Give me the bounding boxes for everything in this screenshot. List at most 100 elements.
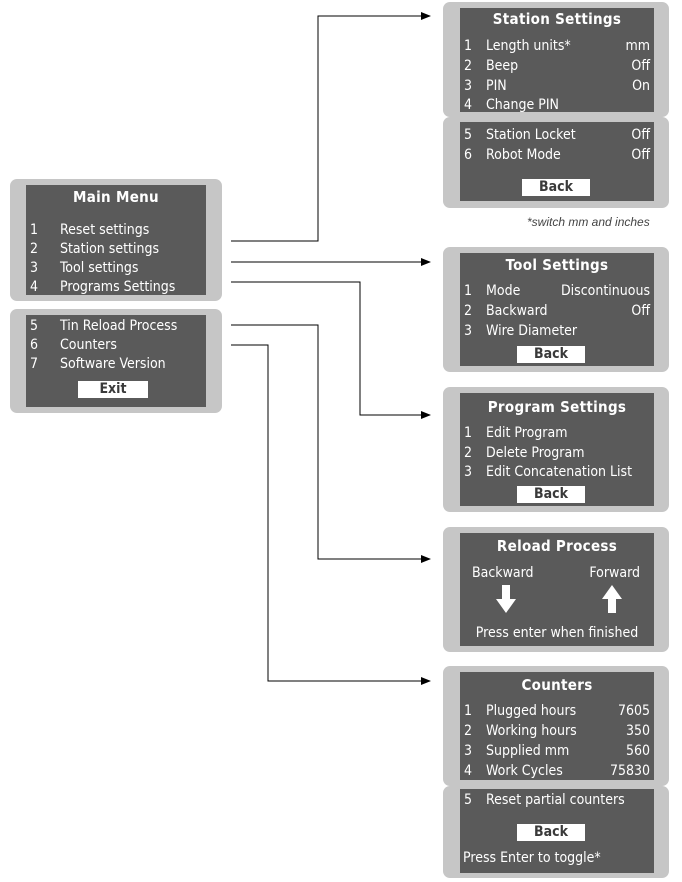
- menu-item-label: Tin Reload Process: [60, 318, 178, 334]
- menu-item-tool-settings[interactable]: 3 Tool settings: [30, 259, 202, 277]
- main-menu-panel-continued: 5 Tin Reload Process 6 Counters 7 Softwa…: [10, 309, 222, 413]
- tool-back-button[interactable]: Back: [517, 346, 585, 363]
- tool-setting-mode[interactable]: 1 Mode Discontinuous: [464, 282, 650, 300]
- tool-setting-wire-diameter[interactable]: 3 Wire Diameter: [464, 322, 650, 340]
- counters-footer-text: Press Enter to toggle*: [463, 850, 601, 866]
- counters-panel: Counters 1 Plugged hours 7605 2 Working …: [443, 666, 669, 786]
- menu-item-station-settings[interactable]: 2 Station settings: [30, 240, 202, 258]
- tool-setting-backward[interactable]: 2 Backward Off: [464, 302, 650, 320]
- setting-number: 3: [464, 78, 473, 94]
- program-back-button[interactable]: Back: [517, 486, 585, 503]
- setting-value: mm: [625, 38, 650, 54]
- setting-label: Wire Diameter: [486, 323, 578, 339]
- counter-work-cycles: 4 Work Cycles 75830: [464, 762, 650, 780]
- counter-reset-partial-counters[interactable]: 5 Reset partial counters: [464, 791, 650, 809]
- program-setting-delete-program[interactable]: 2 Delete Program: [464, 444, 650, 462]
- counter-label: Supplied mm: [486, 743, 570, 759]
- station-settings-title: Station Settings: [492, 10, 622, 28]
- setting-label: PIN: [486, 78, 507, 94]
- connector-program-settings: [231, 281, 431, 419]
- station-setting-station-locket[interactable]: 5 Station Locket Off: [464, 126, 650, 144]
- counter-number: 5: [464, 792, 473, 808]
- setting-value: Off: [631, 147, 650, 163]
- counter-label: Work Cycles: [486, 763, 563, 779]
- setting-number: 2: [464, 445, 473, 461]
- tool-settings-title: Tool Settings: [505, 256, 609, 274]
- setting-number: 2: [464, 58, 473, 74]
- exit-button[interactable]: Exit: [78, 381, 148, 398]
- setting-label: Edit Concatenation List: [486, 464, 633, 480]
- tool-settings-screen: Tool Settings 1 Mode Discontinuous 2 Bac…: [460, 253, 654, 366]
- setting-value: Off: [631, 127, 650, 143]
- menu-item-number: 7: [30, 356, 39, 372]
- menu-item-reset-settings[interactable]: 1 Reset settings: [30, 221, 202, 239]
- setting-number: 3: [464, 323, 473, 339]
- station-settings-panel-continued: 5 Station Locket Off 6 Robot Mode Off Ba…: [443, 117, 669, 208]
- setting-value: Off: [631, 58, 650, 74]
- forward-label: Forward: [589, 565, 640, 581]
- menu-item-label: Software Version: [60, 356, 166, 372]
- reload-process-title: Reload Process: [496, 537, 618, 555]
- setting-label: Delete Program: [486, 445, 585, 461]
- setting-value: Off: [631, 303, 650, 319]
- menu-item-label: Station settings: [60, 241, 160, 257]
- counter-plugged-hours: 1 Plugged hours 7605: [464, 702, 650, 720]
- main-menu-panel: Main Menu 1 Reset settings 2 Station set…: [10, 179, 222, 301]
- setting-label: Mode: [486, 283, 521, 299]
- counter-number: 2: [464, 723, 473, 739]
- menu-item-programs-settings[interactable]: 4 Programs Settings: [30, 278, 202, 296]
- setting-label: Length units*: [486, 38, 571, 54]
- counters-screen: Counters 1 Plugged hours 7605 2 Working …: [460, 672, 654, 780]
- menu-item-label: Programs Settings: [60, 279, 176, 295]
- counters-screen-continued: 5 Reset partial counters Back Press Ente…: [460, 789, 654, 873]
- menu-item-number: 5: [30, 318, 39, 334]
- station-setting-robot-mode[interactable]: 6 Robot Mode Off: [464, 146, 650, 164]
- arrow-down-icon: [496, 585, 516, 613]
- menu-item-number: 1: [30, 222, 39, 238]
- setting-number: 6: [464, 147, 473, 163]
- main-menu-screen-continued: 5 Tin Reload Process 6 Counters 7 Softwa…: [26, 315, 206, 407]
- menu-item-number: 3: [30, 260, 39, 276]
- station-setting-change-pin[interactable]: 4 Change PIN: [464, 96, 650, 114]
- main-menu-title: Main Menu: [73, 188, 159, 206]
- program-setting-edit-program[interactable]: 1 Edit Program: [464, 424, 650, 442]
- setting-label: Change PIN: [486, 97, 559, 113]
- counter-value: 350: [625, 723, 650, 739]
- connector-reload-process: [231, 324, 431, 563]
- setting-value: Discontinuous: [560, 283, 650, 299]
- menu-item-counters[interactable]: 6 Counters: [30, 336, 202, 354]
- setting-number: 2: [464, 303, 473, 319]
- menu-item-label: Tool settings: [60, 260, 139, 276]
- menu-item-tin-reload-process[interactable]: 5 Tin Reload Process: [30, 317, 202, 335]
- station-setting-pin[interactable]: 3 PIN On: [464, 77, 650, 95]
- arrow-up-icon: [602, 585, 622, 613]
- program-settings-panel: Program Settings 1 Edit Program 2 Delete…: [443, 387, 669, 512]
- program-setting-edit-concatenation-list[interactable]: 3 Edit Concatenation List: [464, 463, 650, 481]
- counters-panel-continued: 5 Reset partial counters Back Press Ente…: [443, 786, 669, 878]
- tool-settings-panel: Tool Settings 1 Mode Discontinuous 2 Bac…: [443, 247, 669, 372]
- menu-item-label: Reset settings: [60, 222, 150, 238]
- setting-label: Robot Mode: [486, 147, 561, 163]
- station-setting-beep[interactable]: 2 Beep Off: [464, 57, 650, 75]
- counter-supplied-mm: 3 Supplied mm 560: [464, 742, 650, 760]
- station-settings-screen: Station Settings 1 Length units* mm 2 Be…: [460, 8, 654, 114]
- main-menu-screen: Main Menu 1 Reset settings 2 Station set…: [26, 185, 206, 295]
- counter-label: Reset partial counters: [486, 792, 625, 808]
- station-settings-panel: Station Settings 1 Length units* mm 2 Be…: [443, 2, 669, 117]
- counters-back-button[interactable]: Back: [517, 824, 585, 841]
- reload-footer-text: Press enter when finished: [475, 625, 639, 641]
- connector-station-settings: [231, 12, 431, 242]
- menu-item-number: 6: [30, 337, 39, 353]
- setting-number: 3: [464, 464, 473, 480]
- counters-title: Counters: [521, 676, 593, 694]
- backward-label: Backward: [472, 565, 534, 581]
- length-units-footnote: *switch mm and inches: [527, 215, 650, 229]
- menu-item-software-version[interactable]: 7 Software Version: [30, 355, 202, 373]
- station-setting-length-units[interactable]: 1 Length units* mm: [464, 37, 650, 55]
- counter-number: 4: [464, 763, 473, 779]
- reload-process-panel: Reload Process Backward Forward Press en…: [443, 527, 669, 652]
- program-settings-title: Program Settings: [487, 398, 627, 416]
- station-back-button[interactable]: Back: [522, 179, 590, 196]
- counter-value: 7605: [617, 703, 650, 719]
